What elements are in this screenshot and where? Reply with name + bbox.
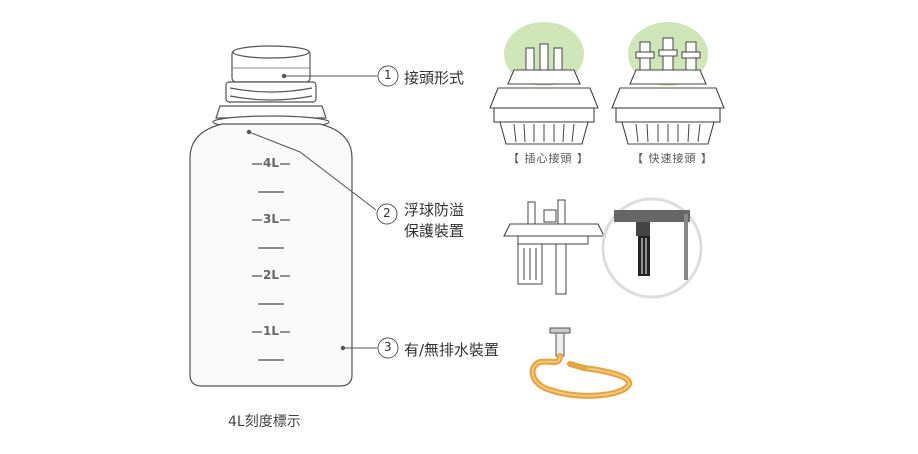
bottle-caption: 4L刻度標示 bbox=[228, 414, 301, 430]
float-ball-device-illustration bbox=[503, 199, 605, 295]
callout-3-circle bbox=[377, 337, 399, 359]
callout-3-label: 有/無排水裝置 bbox=[404, 341, 500, 359]
callout-2-line bbox=[248, 131, 377, 211]
quick-connector-illustration bbox=[611, 22, 725, 145]
volume-graduations bbox=[252, 163, 290, 361]
bottle-neck bbox=[215, 105, 327, 119]
float-ball-detail-circle bbox=[601, 197, 703, 299]
callout-1-label: 接頭形式 bbox=[404, 69, 465, 87]
callout-2-circle bbox=[376, 203, 398, 225]
drain-valve bbox=[555, 331, 565, 357]
quick-connector-caption: 【 快速接頭 】 bbox=[632, 152, 713, 165]
callout-1-circle bbox=[377, 65, 399, 87]
bottle-body bbox=[189, 123, 353, 387]
callout-2-label: 浮球防溢 保護裝置 bbox=[404, 201, 465, 240]
insert-connector-caption: 【 插心接頭 】 bbox=[508, 152, 589, 165]
volume-mark-label: 2L bbox=[263, 268, 279, 282]
callout-1-number: 1 bbox=[384, 68, 392, 82]
volume-mark-label: 3L bbox=[263, 212, 279, 226]
bottle-illustration bbox=[189, 45, 353, 387]
volume-mark-label: 1L bbox=[263, 324, 279, 338]
insert-connector-illustration bbox=[489, 22, 599, 145]
bottle-cap-rim bbox=[232, 45, 310, 59]
drain-hose-illustration bbox=[529, 327, 633, 399]
callout-3-number: 3 bbox=[384, 340, 392, 354]
callout-2-number: 2 bbox=[383, 206, 391, 220]
volume-mark-label: 4L bbox=[263, 156, 279, 170]
